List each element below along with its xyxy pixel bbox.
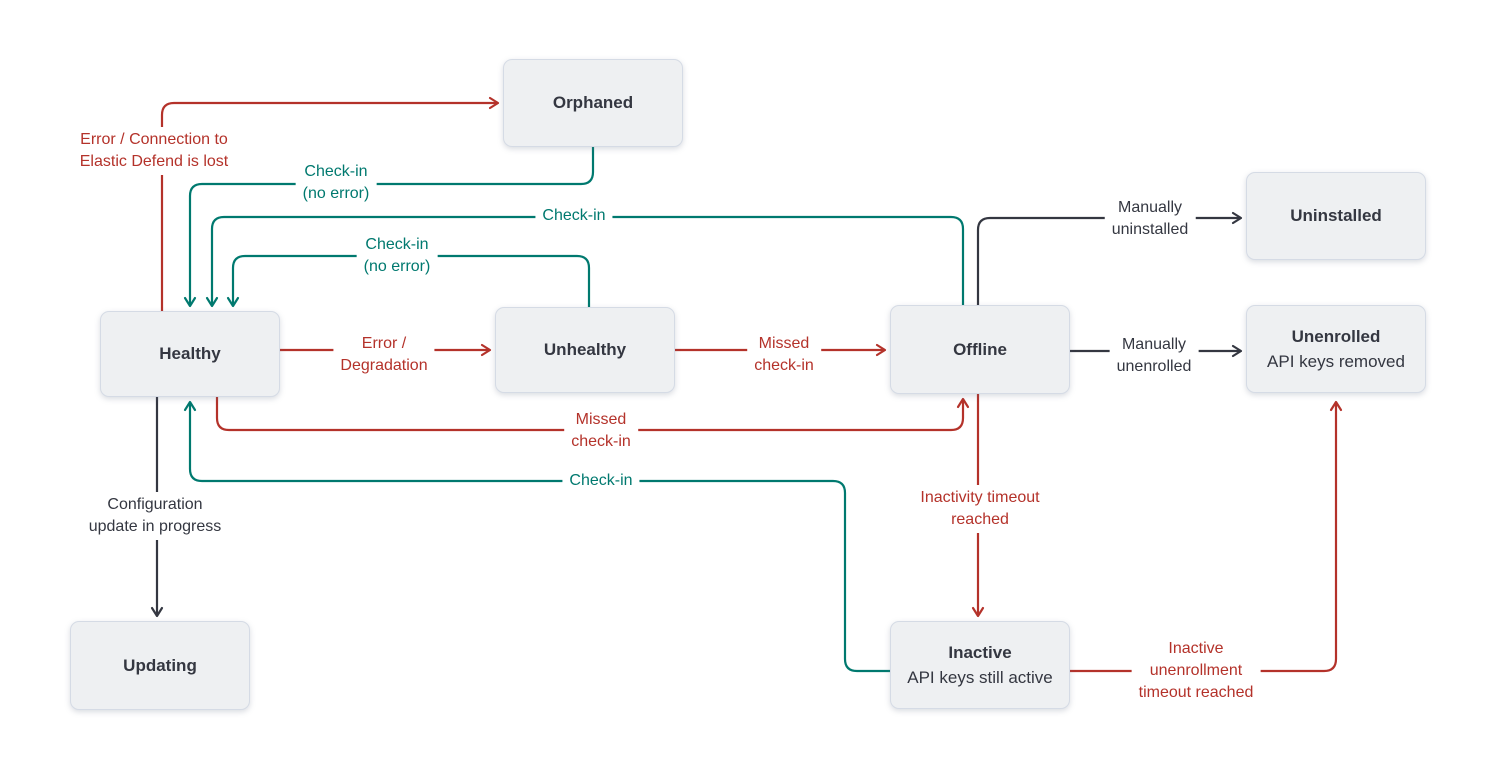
- edge-label-error-degradation: Error / Degradation: [333, 331, 435, 379]
- edge-label-line: check-in: [754, 357, 814, 374]
- edge-label-manually-unenrolled: Manually unenrolled: [1109, 332, 1199, 380]
- edge-label-line: Degradation: [340, 357, 428, 374]
- edge-label-manually-uninstalled: Manually uninstalled: [1104, 195, 1196, 243]
- node-title-updating: Updating: [123, 655, 197, 675]
- node-sublabel-inactive: API keys still active: [907, 667, 1053, 687]
- edge-label-line: update in progress: [88, 518, 222, 535]
- node-title-unhealthy: Unhealthy: [543, 340, 627, 359]
- edge-label-checkin-no-error-from-unhealthy: Check-in (no error): [356, 232, 438, 280]
- edge-orphaned-to-healthy: [183, 147, 595, 308]
- edge-label-line: Manually: [1117, 199, 1183, 216]
- node-title-unenrolled: Unenrolled: [1291, 326, 1381, 346]
- edge-label-line: Missed: [758, 335, 810, 352]
- edge-label-line: Inactive: [1168, 640, 1224, 657]
- edge-label-configuration-update: Configuration update in progress: [81, 492, 229, 540]
- edge-label-line: (no error): [363, 258, 431, 275]
- edge-label-line: Manually: [1121, 336, 1187, 353]
- node-healthy: Healthy: [100, 311, 280, 397]
- edge-label-checkin-no-error-from-orphaned: Check-in (no error): [295, 159, 377, 207]
- edge-label-line: Check-in: [304, 163, 368, 180]
- node-unhealthy: Unhealthy: [495, 307, 675, 393]
- node-updating: Updating: [70, 621, 250, 710]
- edge-healthy-to-orphaned: [160, 96, 500, 311]
- node-title-offline: Offline: [953, 339, 1007, 359]
- node-title-healthy: Healthy: [159, 344, 221, 363]
- edge-label-inactive-unenrollment-timeout: Inactive unenrollment timeout reached: [1131, 636, 1261, 706]
- edge-label-line: Check-in: [542, 207, 606, 224]
- edge-label-line: Error /: [361, 335, 407, 352]
- edge-label-line: Configuration: [107, 496, 203, 513]
- edge-label-line: (no error): [302, 185, 370, 202]
- edge-label-line: Elastic Defend is lost: [79, 153, 229, 170]
- edge-label-line: Inactivity timeout: [920, 489, 1040, 506]
- edge-offline-to-uninstalled: [976, 211, 1243, 305]
- edge-label-line: reached: [951, 511, 1009, 528]
- edge-label-line: check-in: [571, 433, 631, 450]
- edge-label-line: Check-in: [365, 236, 429, 253]
- edge-label-checkin-from-inactive: Check-in: [562, 468, 640, 494]
- edge-label-line: unenrolled: [1116, 358, 1192, 375]
- node-title-orphaned: Orphaned: [552, 93, 634, 112]
- node-uninstalled: Uninstalled: [1246, 172, 1426, 260]
- edge-label-inactivity-timeout: Inactivity timeout reached: [913, 485, 1047, 533]
- edge-inactive-to-unenrolled: [1070, 400, 1343, 673]
- edge-label-missed-checkin-to-offline: Missed check-in: [747, 331, 821, 379]
- node-orphaned: Orphaned: [503, 59, 683, 147]
- node-title-inactive: Inactive: [948, 642, 1012, 662]
- edge-label-line: uninstalled: [1111, 221, 1189, 238]
- edge-label-line: unenrollment: [1149, 662, 1243, 679]
- edge-label-line: Error / Connection to: [80, 131, 228, 148]
- node-title-uninstalled: Uninstalled: [1290, 206, 1382, 225]
- edge-inactive-to-healthy: [183, 400, 892, 673]
- edge-label-error-connection-lost: Error / Connection to Elastic Defend is l…: [72, 127, 236, 175]
- node-offline: Offline: [890, 305, 1070, 394]
- edge-label-missed-checkin-from-healthy: Missed check-in: [564, 407, 638, 455]
- edge-label-line: timeout reached: [1138, 684, 1254, 701]
- edge-label-line: Check-in: [569, 472, 633, 489]
- node-sublabel-unenrolled: API keys removed: [1267, 351, 1405, 371]
- edge-label-line: Missed: [575, 411, 627, 428]
- edge-label-checkin-from-offline: Check-in: [535, 203, 613, 229]
